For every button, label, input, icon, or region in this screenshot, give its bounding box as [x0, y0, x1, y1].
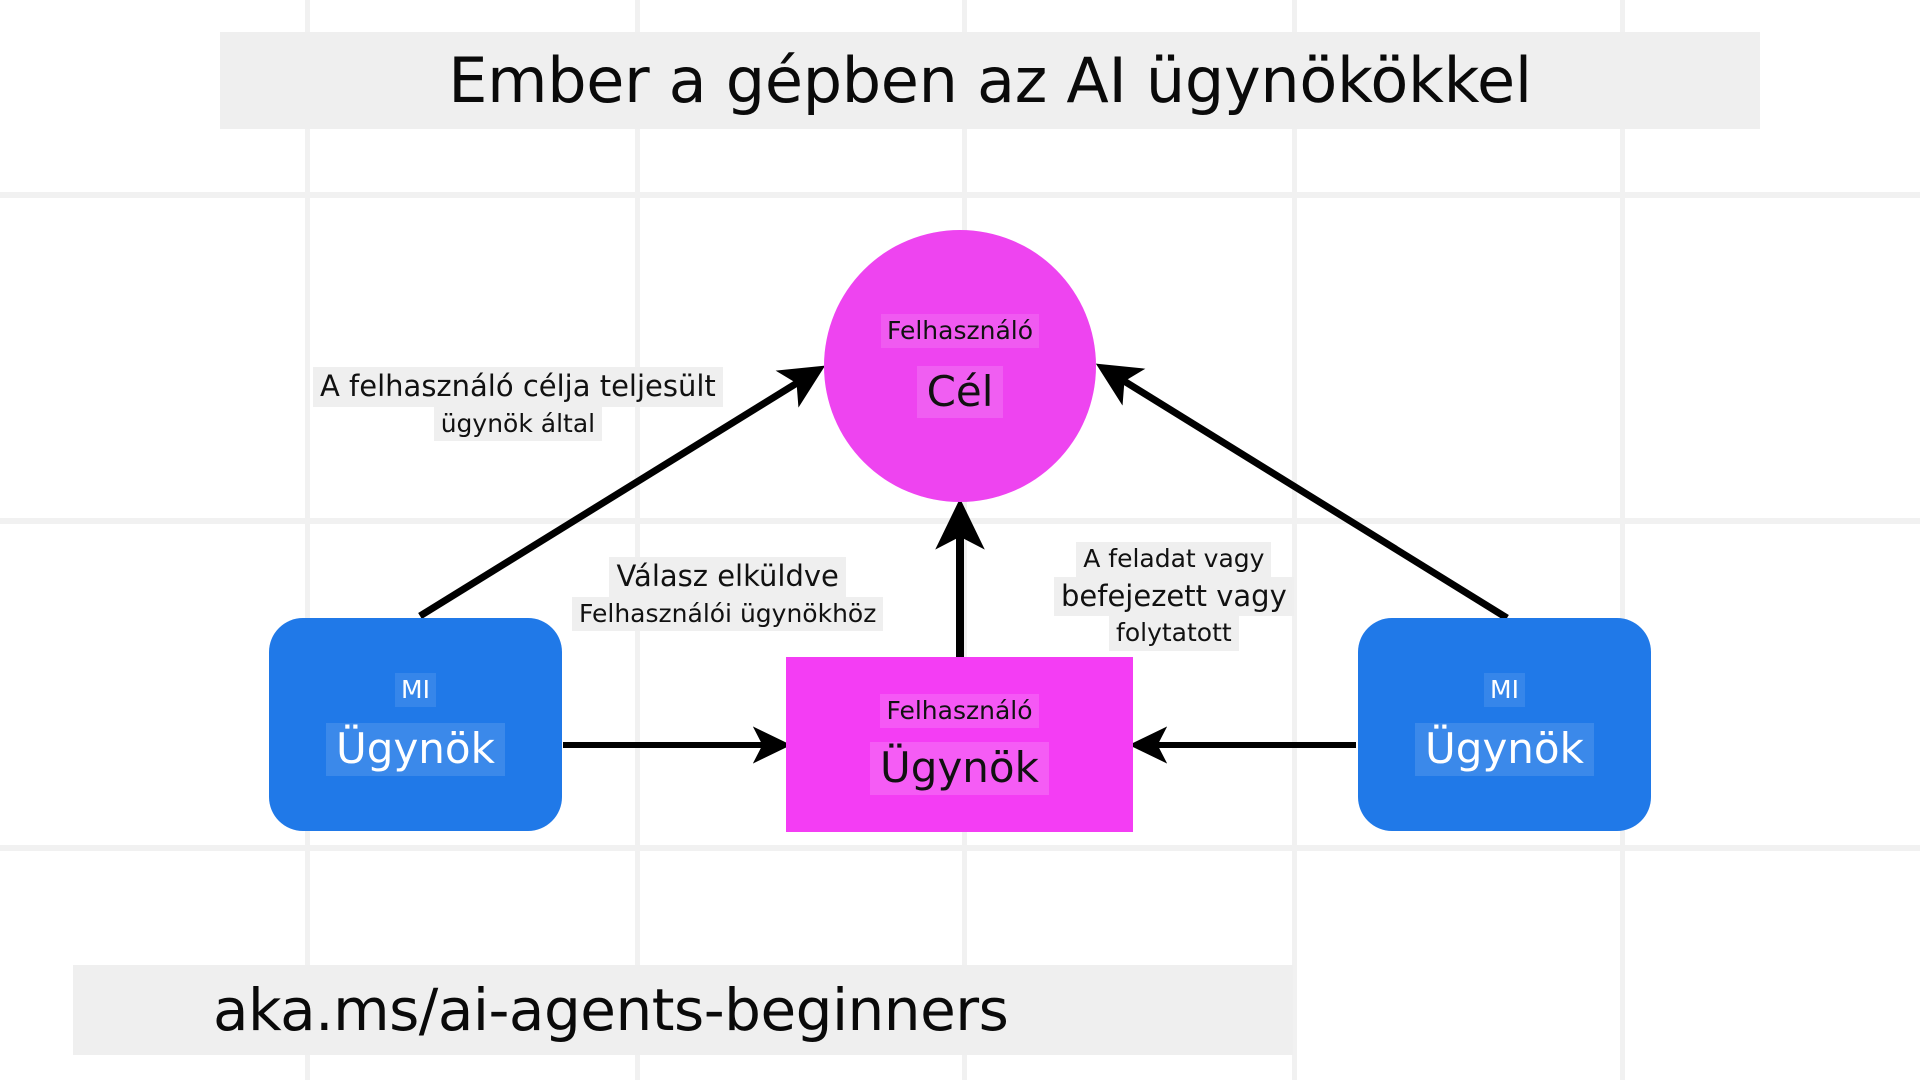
edge-label-task-status-line2: befejezett vagy [1054, 576, 1294, 617]
node-user-goal-sublabel: Felhasználó [880, 313, 1040, 348]
edge-label-response-sent: Válasz elküldve Felhasználói ügynökhöz [572, 557, 884, 632]
node-ai-agent-right[interactable]: MI Ügynök [1358, 618, 1651, 831]
grid-line-vertical [1292, 0, 1297, 1080]
edge-label-goal-fulfilled: A felhasználó célja teljesült ügynök ált… [313, 367, 723, 442]
edge-label-goal-fulfilled-line1: A felhasználó célja teljesült [313, 367, 723, 407]
node-user-goal[interactable]: Felhasználó Cél [824, 230, 1096, 502]
node-user-agent[interactable]: Felhasználó Ügynök [786, 657, 1133, 832]
node-ai-agent-left-label: Ügynök [326, 723, 505, 776]
grid-line-vertical [635, 0, 640, 1080]
node-ai-agent-left[interactable]: MI Ügynök [269, 618, 562, 831]
node-user-goal-label: Cél [916, 365, 1004, 419]
page-title: Ember a gépben az AI ügynökökkel [448, 43, 1532, 117]
grid-line-horizontal [0, 518, 1920, 524]
footer-band: aka.ms/ai-agents-beginners [73, 965, 1293, 1055]
node-ai-agent-left-sublabel: MI [395, 673, 436, 708]
grid-line-vertical [962, 0, 967, 1080]
node-ai-agent-right-label: Ügynök [1415, 723, 1594, 776]
footer-url[interactable]: aka.ms/ai-agents-beginners [213, 976, 1009, 1044]
edge-label-task-status: A feladat vagy befejezett vagy folytatot… [1054, 542, 1294, 651]
edge-label-task-status-line1: A feladat vagy [1076, 542, 1272, 577]
grid-line-vertical [1620, 0, 1625, 1080]
edge-label-response-sent-line2: Felhasználói ügynökhöz [572, 596, 884, 632]
node-ai-agent-right-sublabel: MI [1484, 673, 1525, 708]
edge-label-response-sent-line1: Válasz elküldve [609, 557, 846, 597]
node-user-agent-label: Ügynök [870, 742, 1049, 795]
node-user-agent-sublabel: Felhasználó [880, 694, 1039, 729]
edge-label-goal-fulfilled-line2: ügynök által [433, 406, 603, 442]
grid-line-horizontal [0, 192, 1920, 198]
title-band: Ember a gépben az AI ügynökökkel [220, 32, 1760, 129]
edge-label-task-status-line3: folytatott [1109, 616, 1239, 651]
grid-line-horizontal [0, 845, 1920, 851]
grid-line-vertical [305, 0, 310, 1080]
